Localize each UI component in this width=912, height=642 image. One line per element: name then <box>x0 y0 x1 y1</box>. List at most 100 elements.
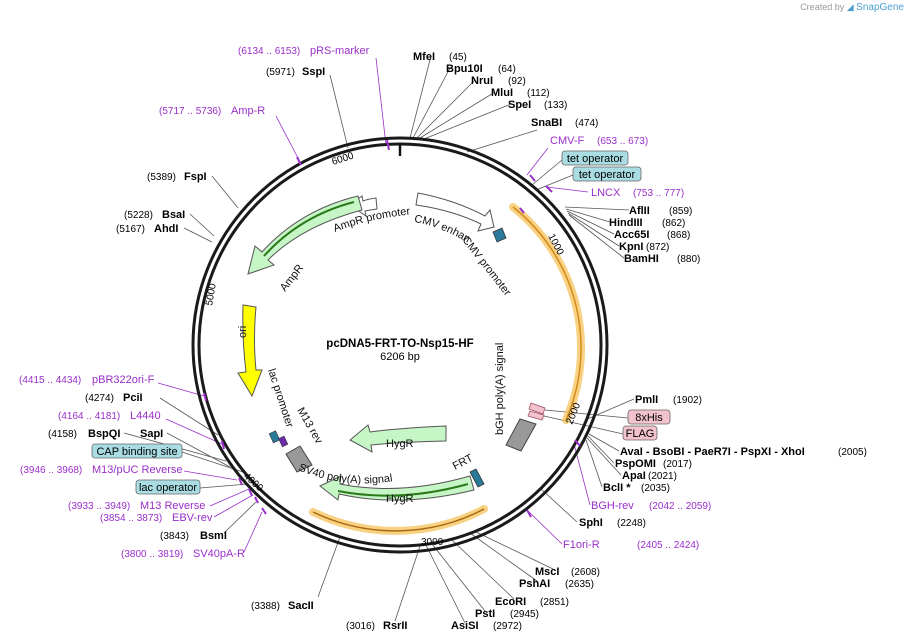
site-pos: (5389) <box>147 172 176 183</box>
site-name: SspI <box>302 66 325 78</box>
site-pos: (2017) <box>663 459 692 470</box>
primer-tick-2 <box>529 174 536 182</box>
site-name: AsiSI <box>451 620 479 632</box>
box-4: CAP binding site <box>91 443 183 459</box>
primer-pos: (2405 .. 2424) <box>637 540 699 551</box>
primer-tick-7 <box>221 440 225 450</box>
orf-arc-hygr-core <box>312 508 485 532</box>
site-13: PspOMI(2017) <box>615 458 692 470</box>
box-text: FLAG <box>626 428 655 440</box>
features <box>237 192 546 501</box>
site-leader-5 <box>466 129 538 153</box>
site-name: AvaI - BsoBI - PaeR7I - PspXI - XhoI <box>620 446 805 458</box>
primer-tick-11 <box>261 507 267 515</box>
orf-arcs <box>309 203 586 535</box>
site-16: SphI(2248) <box>579 517 646 529</box>
box-text: 8xHis <box>635 412 663 424</box>
site-name: SapI <box>140 428 163 440</box>
site-name: SnaBI <box>531 117 562 129</box>
primer-leader-8 <box>183 470 238 481</box>
hygr-inner-arrow <box>349 424 447 453</box>
site-pos: (3388) <box>251 601 280 612</box>
box-5: lac operator <box>135 479 201 495</box>
bgh-polya-block <box>505 418 537 452</box>
site-name: MluI <box>491 87 513 99</box>
site-pos: (4274) <box>85 393 114 404</box>
primer-tick-0 <box>386 139 390 151</box>
box-0: tet operator <box>561 150 629 166</box>
ori-arrow <box>237 304 263 398</box>
site-name: BclI * <box>603 482 631 494</box>
ampr-arrow <box>247 195 363 275</box>
primer-name: L4440 <box>130 410 161 422</box>
site-1: Bpu10I(64) <box>446 63 516 75</box>
site-leader-0 <box>409 55 432 139</box>
site-pos: (2635) <box>565 579 594 590</box>
primer-6: (4415 .. 4434)pBR322ori-F <box>19 374 155 386</box>
backbone-outer-ring <box>191 136 609 554</box>
site-pos: (868) <box>667 230 690 241</box>
site-pos: (2608) <box>571 567 600 578</box>
feature-bgh-polya: bGH poly(A) signal <box>494 343 506 435</box>
site-2: NruI(92) <box>471 75 526 87</box>
site-leader-6 <box>564 206 630 211</box>
primer-tick-5 <box>526 509 532 518</box>
box-bg <box>135 479 201 495</box>
primer-tick-9 <box>248 488 253 497</box>
primer-tick-10 <box>254 496 259 504</box>
site-pos: (1902) <box>673 395 702 406</box>
sv40-polya-block <box>285 445 313 473</box>
site-10: BamHI(880) <box>624 253 700 265</box>
site-name: NruI <box>471 75 493 87</box>
site-pos: (2021) <box>648 471 677 482</box>
site-leader-29 <box>183 227 213 243</box>
plasmid-name: pcDNA5-FRT-TO-Nsp15-HF <box>326 338 473 350</box>
primer-pos: (4164 .. 4181) <box>58 411 120 422</box>
site-19: EcoRI(2851) <box>495 596 569 608</box>
primer-pos: (3800 .. 3819) <box>121 549 183 560</box>
site-20: PstI(2945) <box>475 608 539 620</box>
primer-leader-7 <box>165 418 223 445</box>
box-bg <box>622 425 658 441</box>
site-29: AhdI(5167) <box>116 223 178 235</box>
site-21: AsiSI(2972) <box>451 620 522 632</box>
primer-7: (4164 .. 4181) L4440 <box>58 410 161 422</box>
box-text: lac operator <box>139 482 197 494</box>
brand-app: SnapGene <box>856 2 904 13</box>
site-leader-2 <box>416 79 476 139</box>
feature-lac-promoter: lac promoter <box>265 367 295 429</box>
site-name: Bpu10I <box>446 63 483 75</box>
site-pos: (5228) <box>124 210 153 221</box>
primer-name: Amp-R <box>231 105 265 117</box>
site-28: PciI(4274) <box>85 392 143 404</box>
site-pos: (3016) <box>346 621 375 632</box>
primer-pos: (3854 .. 3873) <box>100 513 162 524</box>
box-1: tet operator <box>572 166 642 182</box>
site-leader-15 <box>585 439 603 488</box>
site-pos: (862) <box>662 218 685 229</box>
site-leader-32 <box>329 74 349 149</box>
primer-leader-5 <box>527 510 563 545</box>
primer-leader-10 <box>213 494 254 518</box>
primer-1: (5717 .. 5736)Amp-R <box>159 105 265 117</box>
site-leader-1 <box>412 67 451 139</box>
site-labels: MfeI(45)Bpu10I(64)NruI(92)MluI(112)SpeI(… <box>19 45 867 632</box>
site-pos: (5971) <box>266 67 295 78</box>
site-30: BsaI(5228) <box>124 209 185 221</box>
site-name: FspI <box>184 171 207 183</box>
site-pos: (474) <box>575 118 598 129</box>
site-31: FspI (5389) <box>147 171 207 183</box>
site-leader-20 <box>431 543 486 612</box>
primer-pos: (753 .. 777) <box>633 188 684 199</box>
box-text: CAP binding site <box>96 446 177 458</box>
feature-hygr-outer: HygR <box>386 493 414 505</box>
primer-tick-12 <box>519 207 525 214</box>
box-2: 8xHis <box>627 409 671 425</box>
box-text: tet operator <box>579 169 636 181</box>
site-4: SpeI(133) <box>508 99 567 111</box>
site-17: MscI(2608) <box>535 566 600 578</box>
box-leader-5 <box>199 483 249 489</box>
primer-8: (3946 .. 3968)M13/pUC Reverse <box>20 464 182 476</box>
primer-leader-2 <box>526 147 549 176</box>
site-15: BclI *(2035) <box>603 482 670 494</box>
